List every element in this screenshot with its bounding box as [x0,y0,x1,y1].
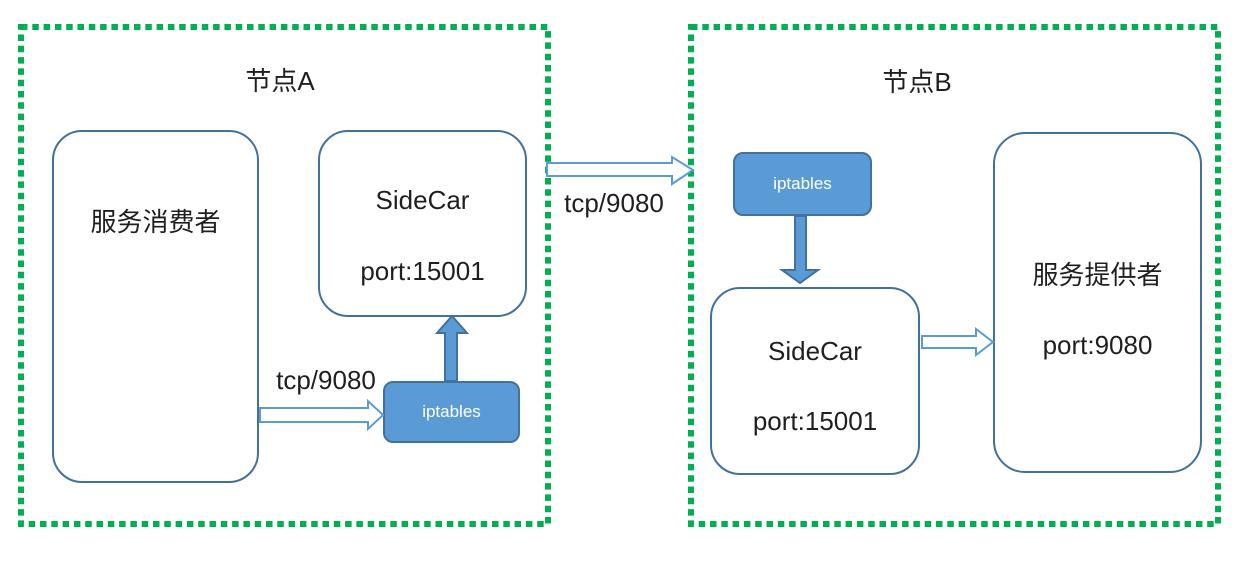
node-b-title: 节点B [882,67,952,97]
iptables-a-label: iptables [422,402,481,421]
service-provider-port: port:9080 [1042,330,1153,360]
arrow-node-a-to-node-b [546,155,695,186]
sidecar-b-name: SideCar [768,336,862,366]
node-b: 节点B iptables SideCar port:15001 服务提供者 po… [688,24,1221,527]
node-a-title: 节点A [245,66,315,96]
node-a-flow-label: tcp/9080 [276,365,376,395]
service-provider-box: 服务提供者 port:9080 [993,132,1202,473]
sidecar-a-port: port:15001 [360,256,485,286]
iptables-b-box: iptables [733,152,872,216]
sidecar-a-name: SideCar [375,185,470,215]
sidecar-b-box: SideCar port:15001 [710,287,920,475]
service-consumer-box: 服务消费者 [52,130,259,483]
node-a: 节点A 服务消费者 SideCar port:15001 iptables tc… [18,24,551,527]
sidecar-a-box: SideCar port:15001 [318,130,527,317]
service-consumer-label: 服务消费者 [90,207,221,237]
sidecar-b-port: port:15001 [752,406,878,436]
iptables-b-label: iptables [773,174,832,193]
service-provider-label: 服务提供者 [1032,260,1163,290]
internode-flow-label: tcp/9080 [564,188,664,218]
